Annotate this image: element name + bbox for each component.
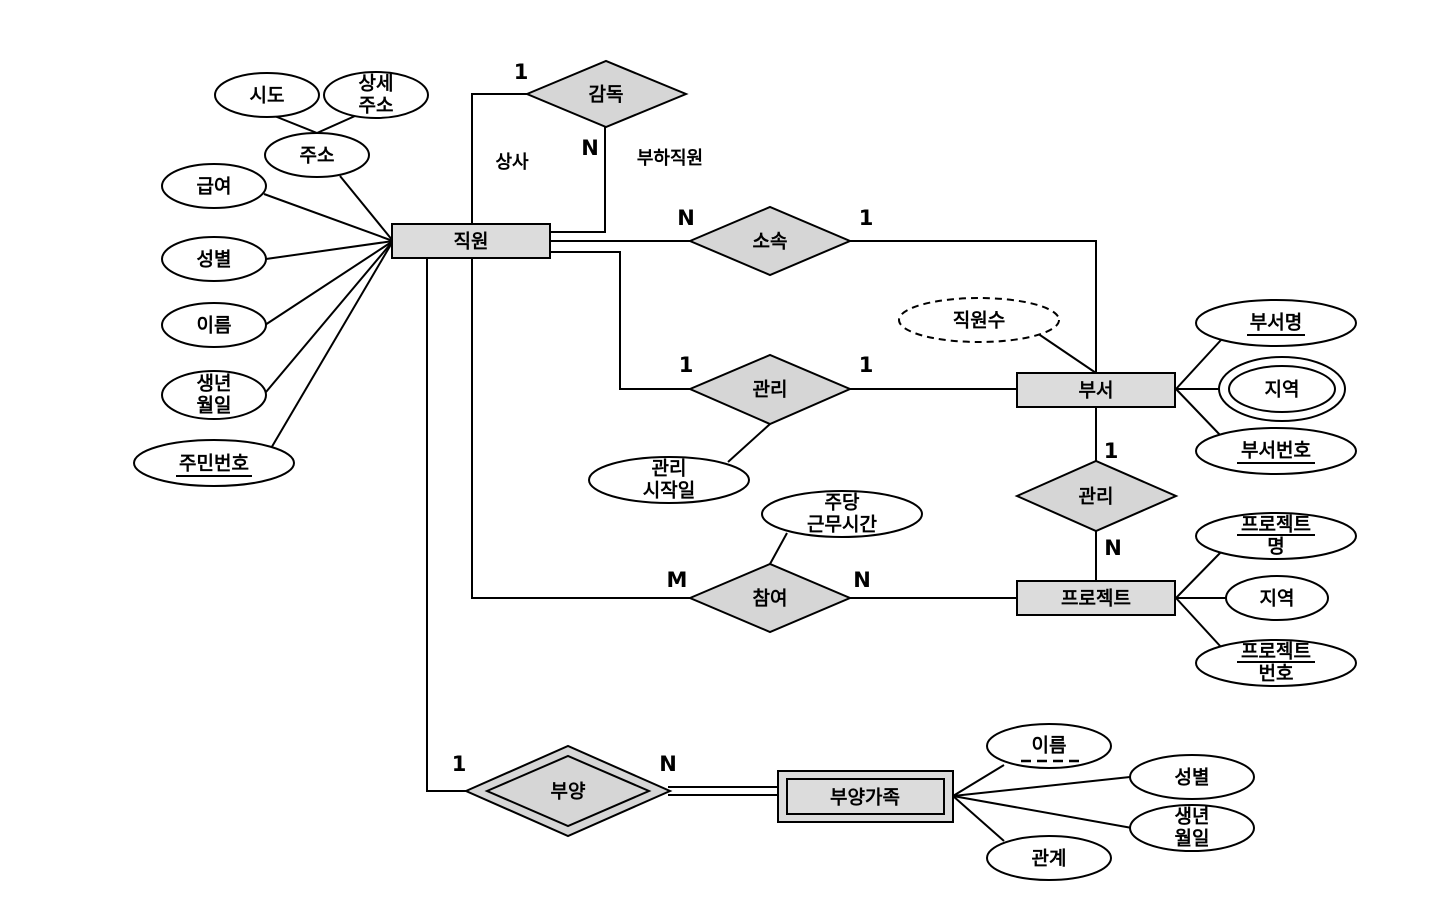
cardinality-works-on-employee: M — [667, 568, 688, 592]
attr-hours-line1: 주당 — [825, 492, 860, 514]
relationship-belongs[interactable]: 소속 — [687, 205, 853, 277]
attr-count-label: 직원수 — [953, 310, 1005, 332]
role-subordinate: 부하직원 — [637, 148, 703, 169]
attr-project-name-line1: 프로젝트 — [1241, 514, 1311, 536]
cardinality-labels: 1 N N 1 1 1 1 N M N 1 N — [452, 60, 1122, 776]
attr-dept-name-key: 부서명 — [1195, 299, 1357, 347]
attr-birthdate: 생년 월일 — [161, 370, 267, 420]
attr-location-label: 지역 — [1265, 379, 1300, 401]
attr-detail-line2: 주소 — [359, 95, 394, 117]
cardinality-belongs-department: 1 — [859, 206, 874, 230]
cardinality-dependents-dependent: N — [659, 752, 677, 776]
entity-project[interactable]: 프로젝트 — [1016, 580, 1176, 616]
attr-dependent-name-partial-key: 이름 — [986, 723, 1112, 769]
multivalued-attr-location: 지역 — [1218, 356, 1346, 422]
relationship-controls-label: 관리 — [1079, 486, 1114, 508]
attr-name-label: 이름 — [197, 315, 232, 337]
attr-dept-number-label: 부서번호 — [1241, 440, 1311, 462]
entity-department-label: 부서 — [1079, 380, 1114, 402]
attr-dependent-birth-line1: 생년 — [1175, 806, 1210, 828]
attr-salary: 급여 — [161, 163, 267, 209]
cardinality-supervise-supervisor: 1 — [514, 60, 529, 84]
attr-gender: 성별 — [161, 236, 267, 282]
attr-start-line1: 관리 — [652, 458, 687, 480]
relationship-supervise[interactable]: 감독 — [524, 59, 689, 129]
relationship-works-on-label: 참여 — [753, 588, 788, 610]
attr-dept-number-key: 부서번호 — [1195, 427, 1357, 475]
cardinality-belongs-employee: N — [677, 206, 695, 230]
cardinality-supervise-subordinate: N — [581, 136, 599, 160]
attr-sido-label: 시도 — [250, 85, 285, 107]
relationship-controls[interactable]: 관리 — [1014, 459, 1179, 533]
entity-department[interactable]: 부서 — [1016, 372, 1176, 408]
attr-project-number-line1: 프로젝트 — [1241, 641, 1311, 663]
relationship-belongs-label: 소속 — [753, 231, 788, 253]
cardinality-manages-employee: 1 — [679, 353, 694, 377]
attr-hours-line2: 근무시간 — [807, 514, 877, 536]
attr-ssn-label: 주민번호 — [179, 453, 249, 475]
attr-manage-start-date: 관리 시작일 — [588, 456, 750, 504]
relationship-supervise-label: 감독 — [589, 84, 624, 106]
entity-employee[interactable]: 직원 — [391, 223, 551, 259]
attr-project-name-line2: 명 — [1267, 536, 1284, 558]
attr-birth-line1: 생년 — [197, 373, 232, 395]
relationship-dependents-of-label: 부양 — [551, 781, 586, 803]
role-supervisor: 상사 — [495, 152, 529, 173]
relationship-works-on[interactable]: 참여 — [687, 562, 853, 634]
attr-ssn-key: 주민번호 — [133, 439, 295, 487]
derived-attr-employee-count: 직원수 — [898, 297, 1060, 343]
attr-dependent-gender: 성별 — [1129, 754, 1255, 800]
attr-project-location: 지역 — [1225, 575, 1329, 621]
attr-salary-label: 급여 — [197, 176, 232, 198]
attr-name: 이름 — [161, 302, 267, 348]
attr-dept-name-label: 부서명 — [1250, 312, 1302, 334]
attr-dependent-birth-line2: 월일 — [1175, 828, 1210, 850]
attr-address-label: 주소 — [300, 145, 335, 167]
cardinality-controls-project: N — [1104, 536, 1122, 560]
attr-project-name-key: 프로젝트 명 — [1195, 512, 1357, 560]
attr-detail-line1: 상세 — [359, 73, 394, 95]
entity-dependent-label: 부양가족 — [830, 787, 900, 809]
entity-employee-label: 직원 — [454, 231, 489, 253]
attr-birth-line2: 월일 — [197, 395, 232, 417]
relationship-manages-label: 관리 — [753, 379, 788, 401]
attr-start-line2: 시작일 — [643, 480, 695, 502]
attr-project-number-line2: 번호 — [1259, 663, 1294, 685]
attr-gender-label: 성별 — [197, 249, 232, 271]
attr-dependent-gender-label: 성별 — [1175, 767, 1210, 789]
attr-project-number-key: 프로젝트 번호 — [1195, 639, 1357, 687]
entity-project-label: 프로젝트 — [1061, 588, 1131, 610]
attr-project-location-label: 지역 — [1260, 588, 1295, 610]
relationship-manages[interactable]: 관리 — [687, 353, 853, 426]
attr-sido: 시도 — [214, 72, 320, 118]
attr-dependent-name-label: 이름 — [1032, 735, 1067, 757]
identifying-relationship-dependents-of[interactable]: 부양 — [463, 744, 673, 838]
cardinality-controls-department: 1 — [1104, 439, 1119, 463]
attr-dependent-relation-label: 관계 — [1032, 848, 1067, 870]
cardinality-dependents-employee: 1 — [452, 752, 467, 776]
attr-dependent-relation: 관계 — [986, 835, 1112, 881]
weak-entity-dependent[interactable]: 부양가족 — [777, 770, 954, 823]
attr-weekly-hours: 주당 근무시간 — [761, 490, 923, 538]
cardinality-works-on-project: N — [853, 568, 871, 592]
attr-detail-address: 상세 주소 — [323, 71, 429, 119]
attr-address: 주소 — [264, 132, 370, 178]
attr-dependent-birthdate: 생년 월일 — [1129, 804, 1255, 852]
connector-lines — [263, 93, 1226, 842]
cardinality-manages-department: 1 — [859, 353, 874, 377]
